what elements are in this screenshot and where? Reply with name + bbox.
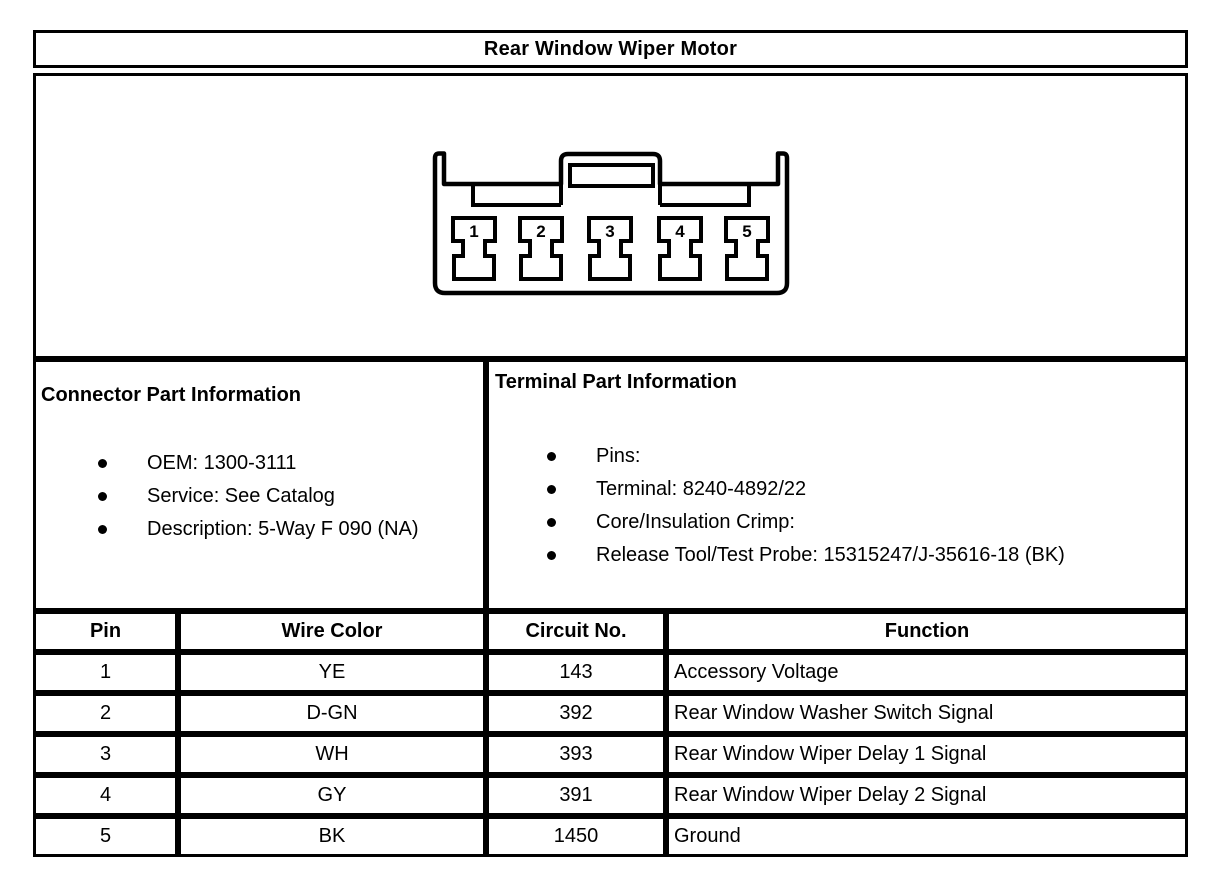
terminal-part-info-heading: Terminal Part Information [495, 371, 737, 393]
table-row: 1 YE 143 Accessory Voltage [33, 652, 1188, 693]
pin-5-label: 5 [742, 222, 751, 241]
column-header-circuit-no: Circuit No. [486, 611, 666, 652]
connector-shelf-left [470, 185, 561, 207]
list-item: Pins: [547, 440, 1181, 473]
column-header-function: Function [666, 611, 1188, 652]
list-item-text: Service: See Catalog [147, 485, 335, 507]
terminal-part-info-list: Pins: Terminal: 8240-4892/22 Core/Insula… [495, 440, 1181, 572]
list-item: Description: 5-Way F 090 (NA) [98, 513, 479, 546]
list-item-text: Description: 5-Way F 090 (NA) [147, 518, 419, 540]
list-item: OEM: 1300-3111 [98, 447, 479, 480]
list-item: Core/Insulation Crimp: [547, 506, 1181, 539]
circuit-no-cell: 392 [486, 693, 666, 734]
latch-window [567, 163, 655, 188]
terminal-part-info-panel: Terminal Part Information Pins: Terminal… [486, 359, 1188, 611]
connector-part-info-panel: Connector Part Information OEM: 1300-311… [33, 359, 486, 611]
bullet-icon [547, 452, 556, 461]
wire-color-cell: WH [178, 734, 486, 775]
pin-cell: 5 [33, 816, 178, 857]
list-item: Service: See Catalog [98, 480, 479, 513]
diagram-row: 1 2 3 4 5 [33, 73, 1188, 359]
bullet-icon [547, 551, 556, 560]
list-item-text: OEM: 1300-3111 [147, 452, 297, 474]
pin-1-label: 1 [469, 222, 478, 241]
pin-table-header-row: Pin Wire Color Circuit No. Function [33, 611, 1188, 652]
terminal-1-cavity [450, 216, 497, 281]
table-row: 2 D-GN 392 Rear Window Washer Switch Sig… [33, 693, 1188, 734]
wire-color-cell: GY [178, 775, 486, 816]
pin-cell: 1 [33, 652, 178, 693]
table-row: 4 GY 391 Rear Window Wiper Delay 2 Signa… [33, 775, 1188, 816]
pin-2-label: 2 [536, 222, 545, 241]
part-info-row: Connector Part Information OEM: 1300-311… [33, 359, 1188, 611]
list-item: Terminal: 8240-4892/22 [547, 473, 1181, 506]
circuit-no-cell: 391 [486, 775, 666, 816]
table-row: 3 WH 393 Rear Window Wiper Delay 1 Signa… [33, 734, 1188, 775]
terminal-4-cavity [656, 216, 703, 281]
pin-cell: 2 [33, 693, 178, 734]
function-cell: Rear Window Wiper Delay 1 Signal [666, 734, 1188, 775]
wire-color-cell: D-GN [178, 693, 486, 734]
list-item-text: Core/Insulation Crimp: [596, 511, 795, 533]
bullet-icon [98, 492, 107, 501]
terminal-3-cavity [586, 216, 633, 281]
terminal-2-cavity [517, 216, 564, 281]
column-header-wire-color: Wire Color [178, 611, 486, 652]
bullet-icon [98, 525, 107, 534]
list-item-text: Release Tool/Test Probe: 15315247/J-3561… [596, 544, 1065, 566]
bullet-icon [547, 518, 556, 527]
pin-3-label: 3 [605, 222, 614, 241]
title-bar: Rear Window Wiper Motor [33, 30, 1188, 68]
column-header-pin: Pin [33, 611, 178, 652]
list-item: Release Tool/Test Probe: 15315247/J-3561… [547, 539, 1181, 572]
function-cell: Rear Window Wiper Delay 2 Signal [666, 775, 1188, 816]
connector-shelf-right [659, 185, 751, 207]
wire-color-cell: BK [178, 816, 486, 857]
table-row: 5 BK 1450 Ground [33, 816, 1188, 857]
connector-face-diagram: 1 2 3 4 5 [432, 151, 789, 296]
connector-info-grid: 1 2 3 4 5 Connector Part Information OEM… [33, 73, 1188, 857]
list-item-text: Pins: [596, 445, 641, 467]
circuit-no-cell: 1450 [486, 816, 666, 857]
bullet-icon [547, 485, 556, 494]
pin-4-label: 4 [675, 222, 685, 241]
connector-diagram-cell: 1 2 3 4 5 [33, 73, 1188, 359]
function-cell: Accessory Voltage [666, 652, 1188, 693]
pin-cell: 3 [33, 734, 178, 775]
wire-color-cell: YE [178, 652, 486, 693]
pin-cell: 4 [33, 775, 178, 816]
list-item-text: Terminal: 8240-4892/22 [596, 478, 807, 500]
function-cell: Rear Window Washer Switch Signal [666, 693, 1188, 734]
function-cell: Ground [666, 816, 1188, 857]
connector-part-info-heading: Connector Part Information [41, 384, 302, 406]
page-title: Rear Window Wiper Motor [483, 37, 738, 60]
circuit-no-cell: 143 [486, 652, 666, 693]
circuit-no-cell: 393 [486, 734, 666, 775]
bullet-icon [98, 459, 107, 468]
terminal-5-cavity [723, 216, 770, 281]
manual-page: Rear Window Wiper Motor [33, 30, 1188, 857]
connector-part-info-list: OEM: 1300-3111 Service: See Catalog Desc… [41, 447, 479, 546]
